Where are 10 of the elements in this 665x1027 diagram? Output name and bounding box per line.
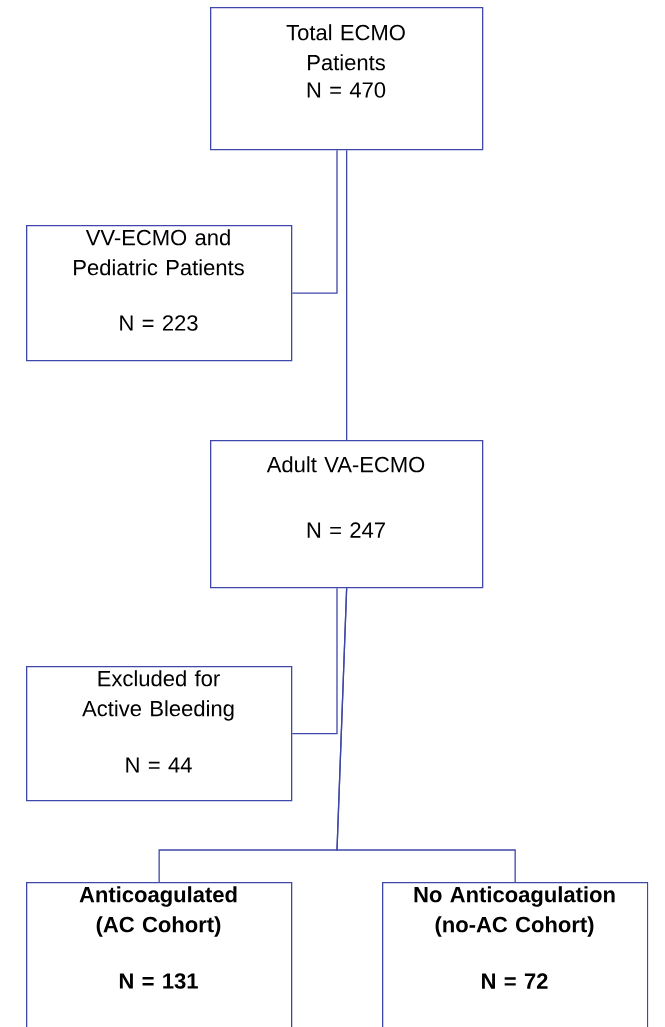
flow-box: No Anticoagulation (no-AC Cohort) N = 72 [382,882,649,1027]
flow-box: Excluded for Active Bleeding N = 44 [26,666,293,802]
flow-box: Total ECMO Patients N = 470 [210,7,484,151]
connector-line [346,149,348,441]
flow-box: Anticoagulated (AC Cohort) N = 131 [26,882,293,1027]
flow-box: VV-ECMO and Pediatric Patients N = 223 [26,225,293,362]
flow-box: Adult VA-ECMO N = 247 [210,440,484,589]
connector-line [291,587,338,735]
connector-line [291,149,338,294]
connector-line [336,587,516,883]
